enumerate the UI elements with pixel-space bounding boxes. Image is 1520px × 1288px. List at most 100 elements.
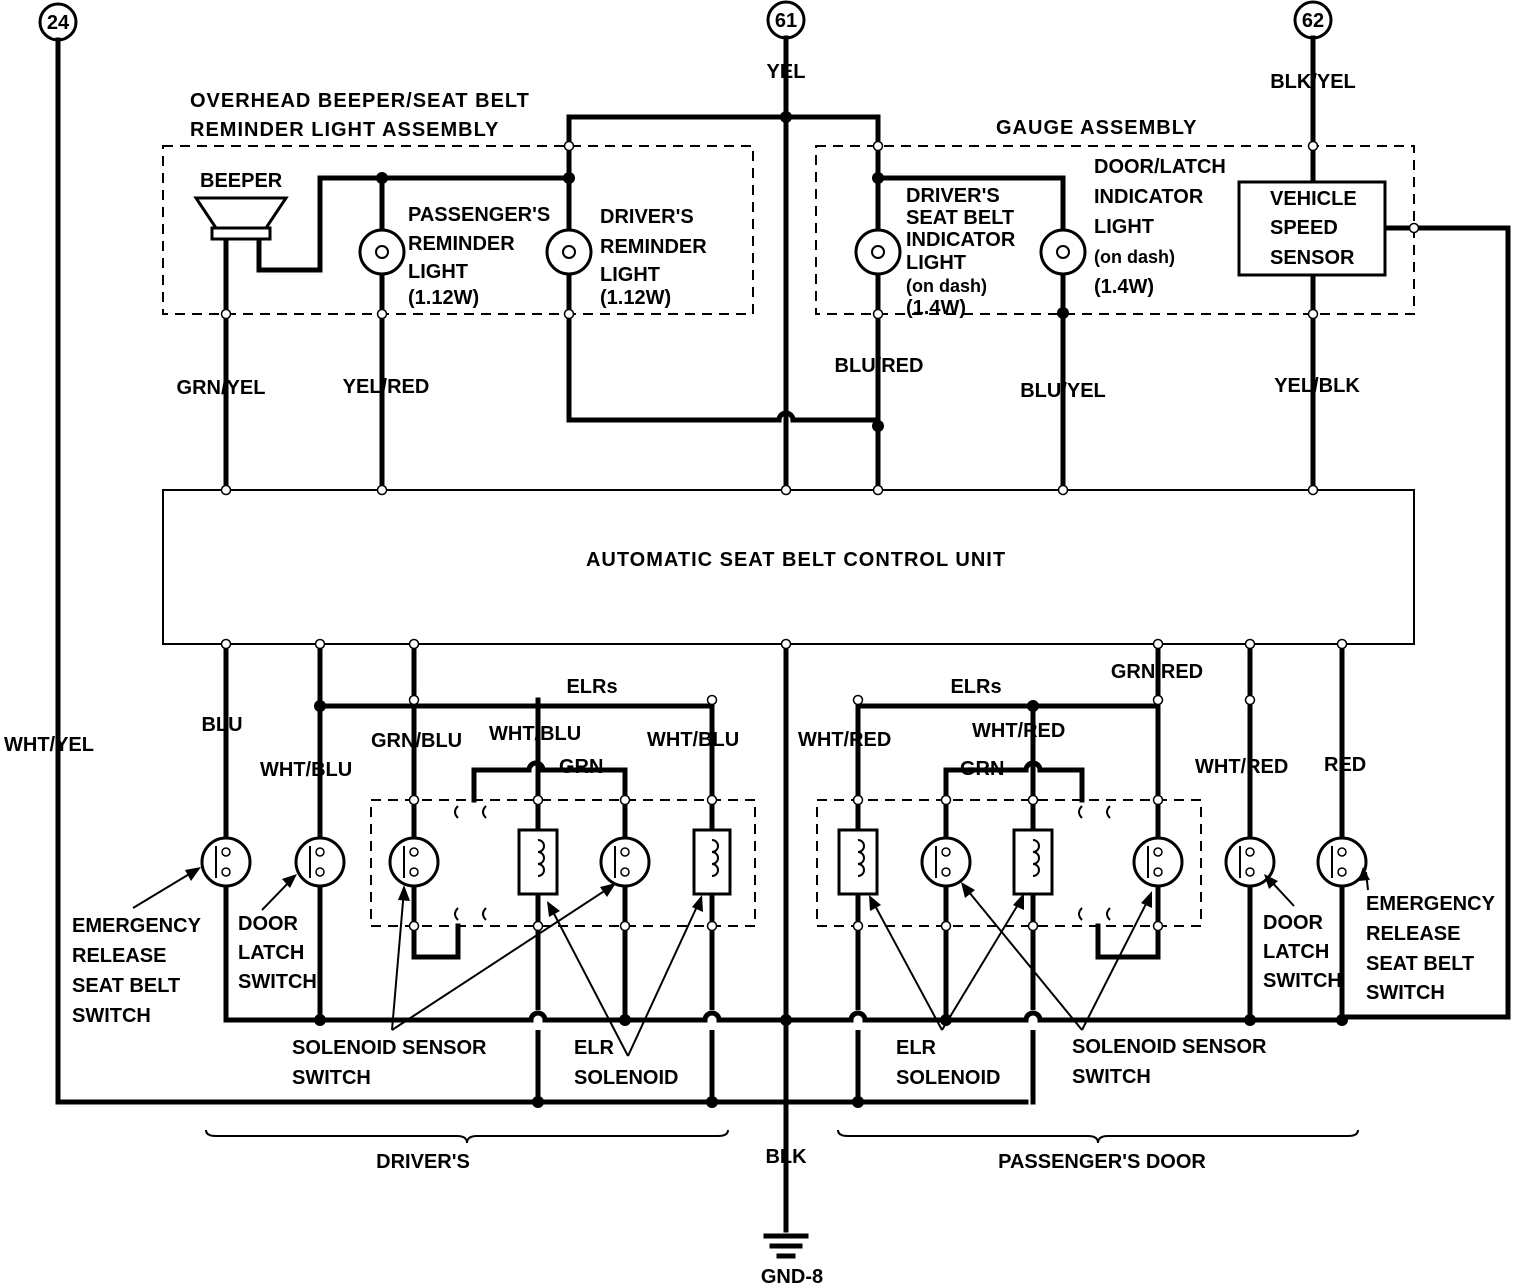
vehicle-speed-sensor-box (1237, 180, 1387, 277)
svg-text:SOLENOID: SOLENOID (896, 1067, 1000, 1089)
wire-labels: YEL BLK/YEL GRN/YEL YEL/RED BLU/RED BLU/… (4, 61, 1366, 1168)
svg-text:DOOR: DOOR (1263, 912, 1324, 934)
emergency-release-left-label: EMERGENCY RELEASE SEAT BELT SWITCH (72, 915, 202, 1027)
door-latch-switch-right-label: DOOR LATCH SWITCH (1263, 912, 1342, 992)
svg-text:(1.12W): (1.12W) (600, 287, 671, 309)
svg-text:SOLENOID: SOLENOID (574, 1067, 678, 1089)
wire-label-wht-red-2: WHT/RED (972, 720, 1065, 742)
beeper-label: BEEPER (200, 170, 283, 192)
passengers-section-label: PASSENGER'S DOOR (998, 1151, 1206, 1173)
svg-text:DOOR: DOOR (238, 913, 299, 935)
svg-text:EMERGENCY: EMERGENCY (1366, 893, 1496, 915)
svg-text:LIGHT: LIGHT (408, 261, 468, 283)
wire-label-wht-blu-2: WHT/BLU (489, 723, 581, 745)
passengers-reminder-light-icon (358, 228, 406, 276)
overhead-assembly-title-2: REMINDER LIGHT ASSEMBLY (190, 119, 499, 141)
passengers-bracket (837, 1129, 1359, 1144)
wire-label-blu: BLU (201, 714, 242, 736)
emergency-release-switch-left-icon (200, 836, 252, 888)
junction-dots (314, 111, 1348, 1108)
svg-text:REMINDER: REMINDER (600, 236, 707, 258)
elr-solenoid-right-2-icon (1012, 828, 1054, 896)
door-latch-switch-right-icon (1224, 836, 1276, 888)
svg-text:EMERGENCY: EMERGENCY (72, 915, 202, 937)
ground-label: GND-8 (761, 1266, 823, 1288)
svg-text:SEAT BELT: SEAT BELT (72, 975, 180, 997)
svg-text:DRIVER'S: DRIVER'S (600, 206, 694, 228)
connector-62: 62 (1293, 0, 1333, 40)
drivers-seat-belt-indicator-label: DRIVER'S SEAT BELT INDICATOR LIGHT (on d… (906, 185, 1016, 319)
door-latch-switch-left-label: DOOR LATCH SWITCH (238, 913, 317, 993)
svg-text:(on dash): (on dash) (906, 276, 987, 296)
wire-label-wht-blu-3: WHT/BLU (647, 729, 739, 751)
connector-61: 61 (766, 0, 806, 40)
svg-text:RELEASE: RELEASE (1366, 923, 1460, 945)
svg-text:LATCH: LATCH (1263, 941, 1329, 963)
control-unit-title: AUTOMATIC SEAT BELT CONTROL UNIT (586, 549, 1006, 571)
drivers-bracket (205, 1129, 729, 1144)
wire-label-yel-red: YEL/RED (343, 376, 430, 398)
svg-text:(1.12W): (1.12W) (408, 287, 479, 309)
drivers-seat-belt-indicator-light-icon (854, 228, 902, 276)
svg-text:SWITCH: SWITCH (238, 971, 317, 993)
wire-label-grn-red: GRN/RED (1111, 661, 1203, 683)
wire-label-grn-blu: GRN/BLU (371, 730, 462, 752)
door-latch-indicator-label: DOOR/LATCH INDICATOR LIGHT (on dash) (1.… (1094, 156, 1226, 298)
svg-text:REMINDER: REMINDER (408, 233, 515, 255)
solenoid-sensor-switch-left-icon (388, 836, 440, 888)
svg-text:LIGHT: LIGHT (1094, 216, 1154, 238)
wire-label-yel: YEL (767, 61, 806, 83)
solenoid-sensor-switch-left-2-icon (599, 836, 651, 888)
passengers-elr-box (816, 799, 1202, 927)
wire-label-blu-yel: BLU/YEL (1020, 380, 1106, 402)
wire-label-elrs-1: ELRs (566, 676, 617, 698)
svg-text:LATCH: LATCH (238, 942, 304, 964)
break-marks (454, 805, 1111, 921)
door-latch-switch-left-icon (294, 836, 346, 888)
svg-text:SWITCH: SWITCH (1366, 982, 1445, 1004)
svg-text:SWITCH: SWITCH (72, 1005, 151, 1027)
elr-solenoid-right-1-icon (837, 828, 879, 896)
svg-text:SEAT BELT: SEAT BELT (906, 207, 1014, 229)
elr-solenoid-left-label: ELR SOLENOID (574, 1037, 678, 1089)
terminals (220, 140, 1420, 932)
svg-text:SWITCH: SWITCH (292, 1067, 371, 1089)
elr-solenoid-right-label: ELR SOLENOID (896, 1037, 1000, 1089)
svg-text:DRIVER'S: DRIVER'S (906, 185, 1000, 207)
connector-24: 24 (38, 2, 78, 42)
svg-text:61: 61 (775, 10, 797, 32)
drivers-reminder-light-icon (545, 228, 593, 276)
pointer-arrows (132, 867, 1370, 1057)
emergency-release-switch-right-icon (1316, 836, 1368, 888)
svg-text:SWITCH: SWITCH (1263, 970, 1342, 992)
crossover-bridges (528, 1010, 1043, 1030)
wire-label-red: RED (1324, 754, 1366, 776)
gauge-assembly-title: GAUGE ASSEMBLY (996, 117, 1197, 139)
svg-text:SOLENOID SENSOR: SOLENOID SENSOR (292, 1037, 487, 1059)
svg-text:INDICATOR: INDICATOR (1094, 186, 1204, 208)
vehicle-speed-sensor-label: VEHICLE SPEED SENSOR (1270, 188, 1357, 269)
wire-label-wht-red-1: WHT/RED (798, 729, 891, 751)
svg-text:INDICATOR: INDICATOR (906, 229, 1016, 251)
door-latch-indicator-light-icon (1039, 228, 1087, 276)
svg-text:SPEED: SPEED (1270, 217, 1338, 239)
elr-solenoid-left-2-icon (692, 828, 732, 896)
wire-label-grn-yel: GRN/YEL (177, 377, 266, 399)
svg-text:62: 62 (1302, 10, 1324, 32)
wire-label-wht-blu-1: WHT/BLU (260, 759, 352, 781)
solenoid-sensor-switch-right-1-icon (920, 836, 972, 888)
wire-label-elrs-2: ELRs (950, 676, 1001, 698)
drivers-section-label: DRIVER'S (376, 1151, 470, 1173)
svg-text:PASSENGER'S: PASSENGER'S (408, 204, 550, 226)
solenoid-sensor-switch-right-2-icon (1132, 836, 1184, 888)
solenoid-sensor-switch-left-label: SOLENOID SENSOR SWITCH (292, 1037, 487, 1089)
wire-label-wht-yel: WHT/YEL (4, 734, 94, 756)
svg-text:LIGHT: LIGHT (906, 252, 966, 274)
svg-text:(1.4W): (1.4W) (1094, 276, 1154, 298)
svg-text:ELR: ELR (574, 1037, 615, 1059)
svg-text:VEHICLE: VEHICLE (1270, 188, 1357, 210)
wire-label-blk: BLK (765, 1146, 807, 1168)
passengers-reminder-light-label: PASSENGER'S REMINDER LIGHT (1.12W) (408, 204, 550, 309)
svg-text:24: 24 (47, 12, 70, 34)
